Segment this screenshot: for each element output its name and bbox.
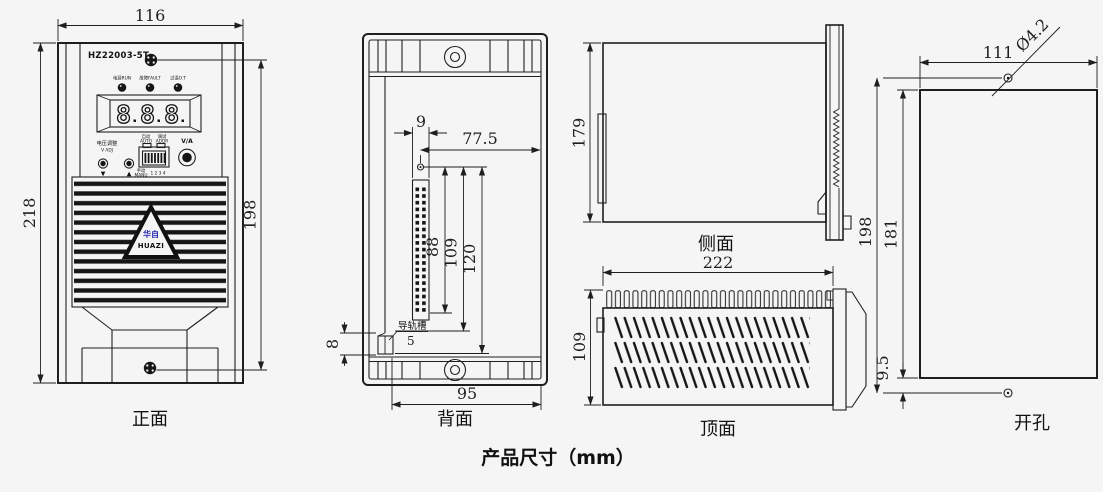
dim-connector-width: 9 (416, 112, 426, 131)
back-bottom-screw-hole (443, 358, 467, 382)
front-view: HZ22003-5T 电源RUN 故障FAULT 过温O.T 888 (20, 6, 267, 430)
dim-cutout-total-height: 198 (856, 217, 875, 248)
dim-front-screw-span: 198 (241, 200, 260, 231)
led-overtemp-label: 过温O.T (170, 75, 186, 82)
sw-auto-cn: 自动 (142, 133, 151, 140)
fault-led-icon (145, 83, 155, 92)
display-digits: 888 (116, 100, 188, 129)
heatsink: 华自 HUAZI (71, 176, 229, 308)
cutout-outline (919, 89, 1098, 379)
cutout-top-hole (1003, 73, 1013, 83)
status-leds: 电源RUN 故障FAULT 过温O.T (113, 75, 186, 92)
down-arrow-icon: ▼ (101, 171, 106, 178)
top-view-label: 顶面 (700, 419, 736, 440)
run-led-icon (117, 83, 127, 92)
dim-side-height: 179 (570, 118, 589, 149)
seven-segment-display: 888 (96, 94, 202, 133)
sw-pin-numbers: 1 2 3 4 (150, 171, 165, 177)
side-outline (602, 42, 827, 223)
dim-top-width: 222 (703, 253, 734, 272)
side-dimensions: 179 (570, 42, 601, 223)
logo-en-text: HUAZI (138, 242, 164, 250)
sw-debug-en: ADDR (156, 139, 169, 145)
sw-debug-cn: 调试 (158, 133, 167, 140)
logo-triangle-icon (121, 202, 181, 259)
back-outline (362, 33, 548, 386)
va-button: V/A (178, 138, 196, 167)
voltage-down-button (97, 158, 109, 169)
drawing-title: 产品尺寸（mm） (481, 446, 635, 469)
cutout-bottom-hole (1003, 388, 1013, 398)
front-view-label: 正面 (132, 409, 168, 430)
front-top-screw (144, 53, 158, 67)
dim-hole-offset: 9.5 (873, 355, 892, 380)
led-fault-label: 故障FAULT (139, 75, 161, 82)
top-dimensions: 222 109 (570, 253, 834, 406)
back-dimensions: 9 77.5 88 109 120 8 导轨槽 5 95 (323, 112, 542, 410)
back-view: 9 77.5 88 109 120 8 导轨槽 5 95 (323, 33, 548, 430)
dim-top-depth: 109 (570, 332, 589, 363)
cutout-view-label: 开孔 (1014, 413, 1050, 434)
logo-cn-text: 华自 (143, 229, 159, 239)
va-label: V/A (181, 138, 193, 145)
sw-manual-cn: 手动 (137, 167, 146, 174)
back-top-screw-hole (443, 45, 467, 69)
led-run-label: 电源RUN (113, 75, 131, 82)
top-view: 222 109 顶面 (570, 253, 867, 440)
back-view-label: 背面 (437, 409, 473, 430)
rail-slot-label: 导轨槽 (398, 320, 427, 332)
sw-manual-en: MANU (134, 173, 147, 179)
voltage-adjust-controls: 电压调整 V ADJ ▼ ▲ (97, 139, 135, 178)
dim-connector-length: 88 (423, 237, 442, 257)
dim-front-width: 116 (135, 6, 166, 25)
sw-auto-en: AUTO (140, 139, 153, 145)
voltage-up-button (123, 158, 135, 169)
overtemp-led-icon (173, 83, 183, 92)
top-front-bezel (826, 288, 867, 411)
dim-rail-width: 5 (407, 334, 415, 348)
side-connector (597, 113, 607, 204)
dim-cutout-width: 111 (983, 43, 1014, 62)
top-heatsink-fins (605, 290, 831, 308)
cutout-dimensions: 111 Ø4.2 198 181 9.5 (856, 15, 1098, 409)
side-front-panel (817, 24, 852, 241)
dim-front-height: 218 (20, 198, 39, 229)
dim-rail-bottom: 120 (460, 244, 479, 275)
model-label: HZ22003-5T (88, 51, 149, 61)
dim-cutout-height: 181 (882, 219, 901, 250)
side-view: 179 侧面 (570, 24, 852, 255)
dim-to-edge: 77.5 (462, 129, 498, 148)
up-arrow-icon: ▲ (127, 171, 132, 178)
dim-rail-height: 8 (323, 339, 342, 349)
front-dimensions: 116 218 198 (20, 6, 267, 384)
dim-hole-diameter: Ø4.2 (1012, 15, 1053, 56)
volt-adjust-en-label: V ADJ (101, 148, 113, 154)
side-heatsink-serration (832, 108, 840, 188)
dim-bottom-width: 95 (457, 384, 477, 403)
top-vent-slots (614, 316, 810, 389)
brand-logo: 华自 HUAZI (121, 202, 181, 259)
dim-rail-top: 109 (442, 238, 461, 269)
front-base (81, 306, 219, 383)
cutout-view: 111 Ø4.2 198 181 9.5 开孔 (856, 15, 1098, 434)
front-outline (57, 42, 244, 384)
dip-switch-block: 自动 AUTO 调试 ADDR 手动 MANU 1 2 3 4 (134, 133, 170, 179)
volt-adjust-cn-label: 电压调整 (97, 139, 118, 147)
side-view-label: 侧面 (698, 234, 734, 255)
din-rail-slot (377, 332, 394, 355)
front-bottom-screw (143, 361, 157, 375)
top-connector (596, 317, 605, 333)
